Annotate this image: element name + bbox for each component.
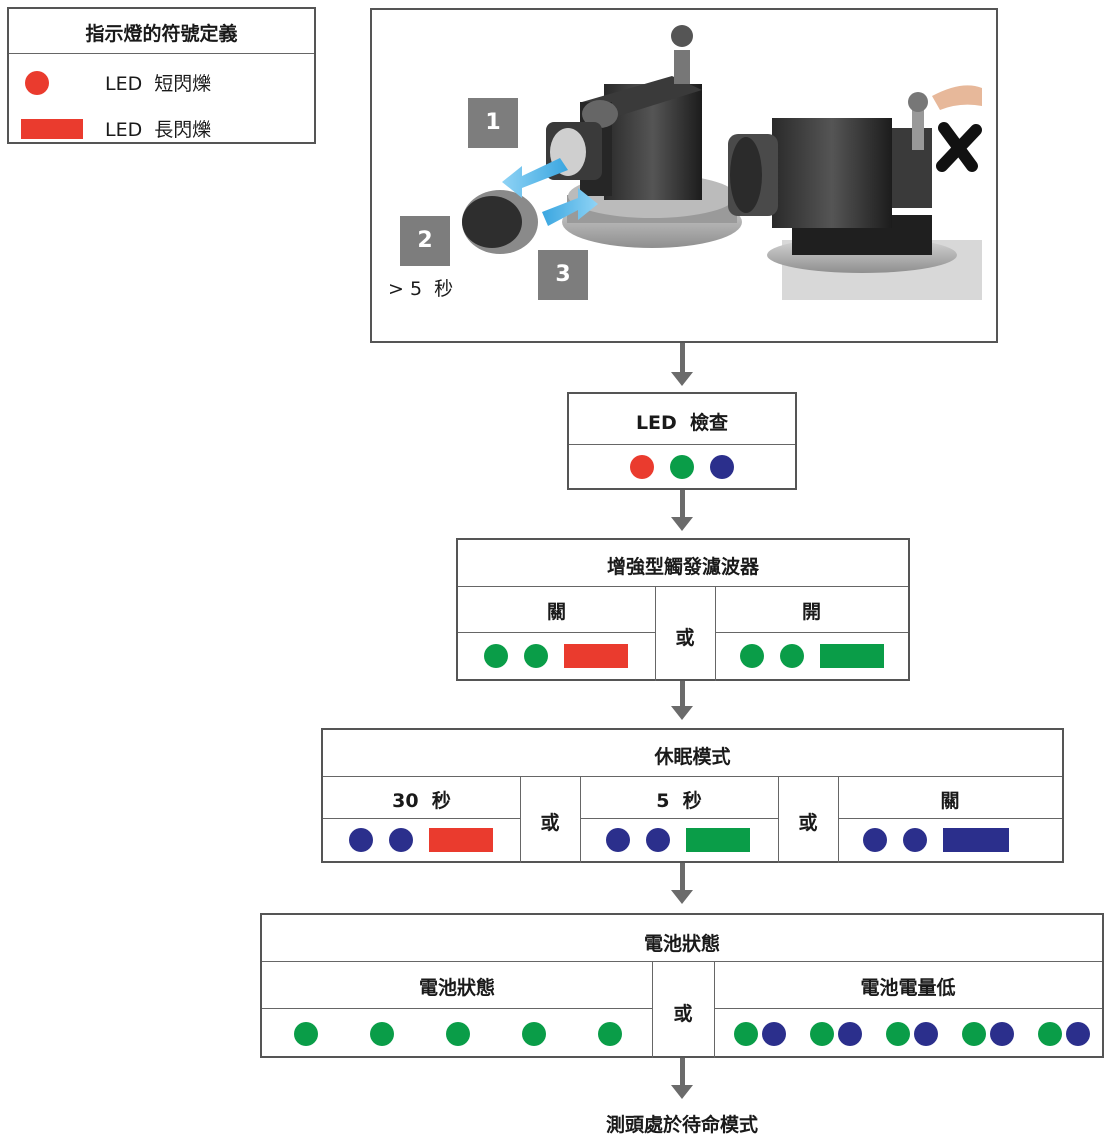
trigger-filter-or-label: 或 [655, 623, 715, 650]
final-state-label: 測頭處於待命模式 [532, 1110, 832, 1137]
flow-arrow-5-head [671, 1085, 693, 1099]
sleep-30s-dot-1 [349, 828, 373, 852]
legend-title: 指示燈的符號定義 [9, 19, 314, 46]
led-check-title: LED 檢查 [569, 408, 795, 435]
flow-arrow-2-head [671, 517, 693, 531]
battery-status-divider [262, 961, 1102, 962]
battery-ok-divider [262, 1008, 652, 1009]
sleep-5s-dot-2 [646, 828, 670, 852]
sleep-5s-label: 5 秒 [580, 786, 778, 813]
battery-low-green-5 [1038, 1022, 1062, 1046]
trigger-off-dot-2 [524, 644, 548, 668]
sleep-5s-bar [686, 828, 750, 852]
flow-arrow-5 [680, 1058, 685, 1086]
legend-short-flash-label: LED 短閃爍 [105, 69, 211, 96]
led-dot-green [670, 455, 694, 479]
hold-time-label: > 5 秒 [388, 274, 453, 301]
sleep-mode-title: 休眠模式 [323, 742, 1062, 769]
trigger-on-bar [820, 644, 884, 668]
sleep-off-dot-1 [863, 828, 887, 852]
sleep-5s-divider [580, 818, 778, 819]
legend-short-flash-dot [25, 71, 49, 95]
sleep-off-bar [943, 828, 1009, 852]
battery-ok-dot-1 [294, 1022, 318, 1046]
sleep-off-label: 關 [838, 786, 1062, 813]
trigger-filter-box: 增強型觸發濾波器 關 或 開 [456, 538, 910, 681]
sleep-30s-bar [429, 828, 493, 852]
led-dot-red [630, 455, 654, 479]
probe-left [546, 25, 742, 248]
legend-long-flash-label: LED 長閃爍 [105, 115, 211, 142]
not-allowed-x-icon [942, 128, 976, 166]
trigger-filter-on-label: 開 [715, 597, 908, 624]
sleep-5s-dot-1 [606, 828, 630, 852]
sleep-off-divider [838, 818, 1062, 819]
trigger-filter-on-divider [715, 632, 908, 633]
step-2-badge: 2 [400, 216, 450, 266]
battery-low-blue-5 [1066, 1022, 1090, 1046]
sleep-30s-label: 30 秒 [323, 786, 520, 813]
battery-ok-label: 電池狀態 [262, 973, 652, 1000]
sleep-or-label-1: 或 [520, 808, 580, 835]
battery-status-title: 電池狀態 [262, 929, 1102, 956]
trigger-off-bar [564, 644, 628, 668]
flow-arrow-2 [680, 490, 685, 518]
flow-arrow-4 [680, 863, 685, 891]
sleep-30s-divider [323, 818, 520, 819]
led-check-divider [569, 444, 795, 445]
flow-arrow-1-head [671, 372, 693, 386]
trigger-off-dot-1 [484, 644, 508, 668]
battery-ok-dot-4 [522, 1022, 546, 1046]
sleep-30s-dot-2 [389, 828, 413, 852]
step-1-badge: 1 [468, 98, 518, 148]
sleep-mode-divider [323, 776, 1062, 777]
probe-right [728, 85, 982, 300]
trigger-filter-off-label: 關 [458, 597, 655, 624]
flow-arrow-3 [680, 681, 685, 707]
battery-ok-dot-3 [446, 1022, 470, 1046]
flow-arrow-3-head [671, 706, 693, 720]
battery-low-green-1 [734, 1022, 758, 1046]
battery-ok-dot-2 [370, 1022, 394, 1046]
sleep-mode-box: 休眠模式 30 秒 或 5 秒 或 關 [321, 728, 1064, 863]
sleep-or-label-2: 或 [778, 808, 838, 835]
battery-low-green-3 [886, 1022, 910, 1046]
battery-low-blue-1 [762, 1022, 786, 1046]
battery-low-blue-2 [838, 1022, 862, 1046]
battery-low-blue-3 [914, 1022, 938, 1046]
battery-ok-dot-5 [598, 1022, 622, 1046]
battery-low-green-2 [810, 1022, 834, 1046]
trigger-on-dot-1 [740, 644, 764, 668]
battery-low-divider [714, 1008, 1102, 1009]
battery-low-label: 電池電量低 [714, 973, 1102, 1000]
probe-illustration-box: 1 2 > 5 秒 3 [370, 8, 998, 343]
probe-illustration [372, 10, 996, 341]
battery-status-box: 電池狀態 電池狀態 或 電池電量低 [260, 913, 1104, 1058]
led-check-box: LED 檢查 [567, 392, 797, 490]
trigger-filter-title: 增強型觸發濾波器 [458, 552, 908, 579]
legend-box: 指示燈的符號定義 LED 短閃爍 LED 長閃爍 [7, 7, 316, 144]
battery-low-blue-4 [990, 1022, 1014, 1046]
flow-arrow-1 [680, 343, 685, 373]
trigger-on-dot-2 [780, 644, 804, 668]
trigger-filter-off-divider [458, 632, 655, 633]
trigger-filter-divider [458, 586, 908, 587]
battery-cap [462, 190, 538, 254]
sleep-off-dot-2 [903, 828, 927, 852]
battery-or-label: 或 [652, 999, 714, 1026]
flow-arrow-4-head [671, 890, 693, 904]
legend-divider [9, 53, 314, 54]
led-dot-blue [710, 455, 734, 479]
legend-long-flash-bar [21, 119, 83, 139]
step-3-badge: 3 [538, 250, 588, 300]
battery-low-green-4 [962, 1022, 986, 1046]
